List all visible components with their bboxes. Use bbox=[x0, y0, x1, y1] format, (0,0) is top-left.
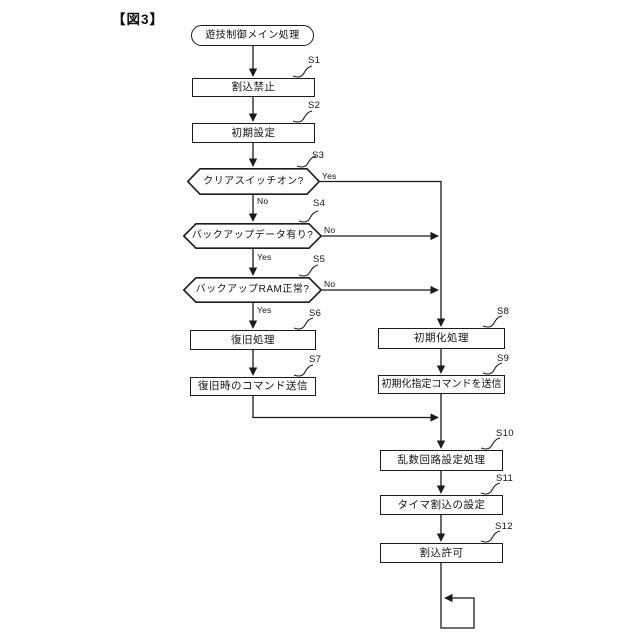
branch-yes-s4: Yes bbox=[257, 252, 272, 262]
node-s6-label: 復旧処理 bbox=[231, 333, 275, 346]
figure-label: 【図3】 bbox=[112, 12, 165, 27]
step-label-s1: S1 bbox=[308, 55, 321, 66]
node-s3-decision: クリアスイッチオン? bbox=[187, 168, 320, 195]
step-label-s4: S4 bbox=[313, 198, 326, 209]
node-s10-label: 乱数回路設定処理 bbox=[397, 454, 486, 467]
step-label-s12: S12 bbox=[495, 521, 513, 532]
step-label-s5: S5 bbox=[313, 254, 326, 265]
node-start-terminal: 遊技制御メイン処理 bbox=[191, 25, 314, 46]
node-s8-process: 初期化処理 bbox=[378, 328, 505, 349]
node-s7-process: 復旧時のコマンド送信 bbox=[190, 377, 316, 396]
hexagon-shape bbox=[187, 168, 320, 195]
hexagon-shape bbox=[183, 223, 322, 249]
step-label-s11: S11 bbox=[496, 473, 514, 484]
step-leader-lines bbox=[292, 65, 503, 543]
node-s1-label: 割込禁止 bbox=[231, 81, 276, 94]
node-s7-label: 復旧時のコマンド送信 bbox=[198, 380, 308, 393]
step-label-s6: S6 bbox=[309, 308, 322, 319]
node-s5-decision: バックアップRAM正常? bbox=[183, 277, 322, 303]
node-s4-decision: バックアップデータ有り? bbox=[183, 223, 322, 249]
branch-yes-s5: Yes bbox=[257, 305, 272, 315]
node-s1-process: 割込禁止 bbox=[192, 78, 315, 97]
node-s11-label: タイマ割込の設定 bbox=[397, 498, 486, 511]
step-label-s3: S3 bbox=[312, 150, 325, 161]
step-label-s8: S8 bbox=[497, 306, 510, 317]
node-s12-label: 割込許可 bbox=[419, 546, 464, 559]
node-s8-label: 初期化処理 bbox=[414, 332, 469, 345]
branch-yes-s3: Yes bbox=[322, 171, 337, 181]
node-s4-label: バックアップデータ有り? bbox=[191, 230, 314, 241]
node-s10-process: 乱数回路設定処理 bbox=[380, 450, 503, 471]
node-s2-process: 初期設定 bbox=[192, 123, 315, 143]
node-s6-process: 復旧処理 bbox=[190, 330, 316, 350]
node-s9-label: 初期化指定コマンドを送信 bbox=[381, 378, 502, 390]
node-s11-process: タイマ割込の設定 bbox=[380, 495, 503, 515]
node-s2-label: 初期設定 bbox=[231, 126, 276, 139]
branch-no-s4: No bbox=[324, 225, 336, 235]
branch-no-s5: No bbox=[324, 279, 336, 289]
node-s3-label: クリアスイッチオン? bbox=[203, 175, 304, 187]
step-label-s10: S10 bbox=[496, 428, 514, 439]
hexagon-shape bbox=[183, 277, 322, 303]
step-label-s2: S2 bbox=[308, 100, 321, 111]
branch-no-s3: No bbox=[257, 196, 269, 206]
step-label-s9: S9 bbox=[497, 353, 510, 364]
node-start-label: 遊技制御メイン処理 bbox=[205, 29, 300, 41]
node-s12-process: 割込許可 bbox=[380, 543, 503, 563]
step-label-s7: S7 bbox=[309, 354, 322, 365]
node-s5-label: バックアップRAM正常? bbox=[195, 284, 310, 295]
node-s9-process: 初期化指定コマンドを送信 bbox=[378, 375, 505, 394]
